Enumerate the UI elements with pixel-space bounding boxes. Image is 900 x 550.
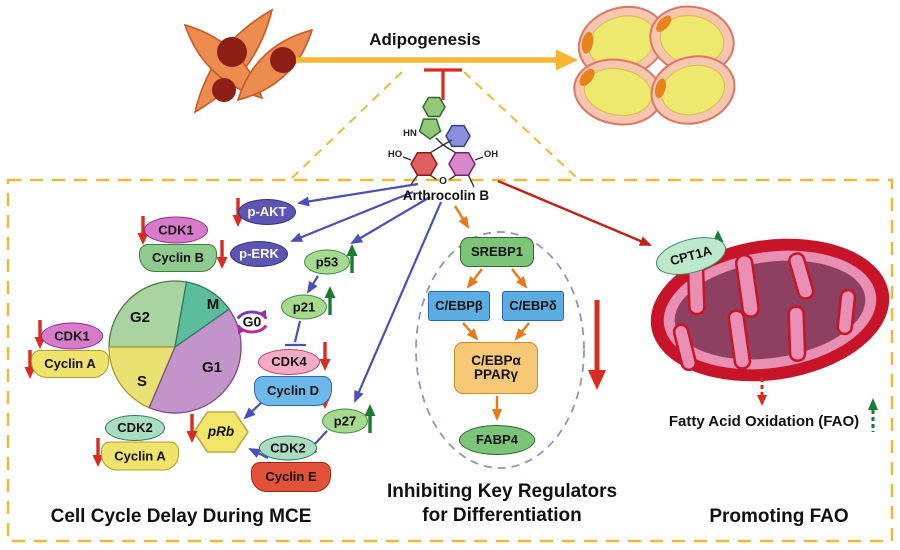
arthrocolin-b-structure-icon: HN HO OH O [388,96,498,188]
adipogenesis-arrow [296,49,578,71]
differentiation-dashed-ellipse [415,231,585,469]
srebp1-node: SREBP1 [460,237,534,267]
caption-fao: Promoting FAO [709,506,849,528]
arrow-cebpd-cebpa [514,322,530,341]
p21-node: p21 [281,294,327,320]
cyclin-a-left-node: Cyclin A [31,350,109,378]
phase-m-label: M [206,296,220,314]
p53-node: p53 [304,249,350,275]
zoom-guide-lines [291,71,578,179]
preadipocyte-cells-icon [183,8,314,114]
arrow-arb-pakt [297,182,419,207]
oh-label: OH [484,149,498,160]
decrease-dashed-arrow-mito-fao [755,376,769,408]
phase-s-label: S [136,373,148,391]
cebp-alpha-label: C/EBPα [471,352,521,368]
adipogenesis-label: Adipogenesis [369,30,481,50]
blue-pathway-arrows [243,182,443,459]
cdk1-left-node: CDK1 [41,322,103,350]
arrow-cebpb-cebpa [462,322,479,341]
arrow-p53-p21 [306,275,319,294]
arrow-arb-cpt1a [497,179,652,247]
caption-cell-cycle: Cell Cycle Delay During MCE [50,506,312,528]
adipocyte-cells-icon [573,5,736,126]
arrow-srebp1-cebpd [511,268,528,289]
arrow-arb-perk [290,190,414,243]
mitochondria-icon [650,238,890,382]
p-erk-node: p-ERK [230,241,288,267]
arrow-arb-p27 [353,201,443,403]
arrow-cycline-prb [248,448,269,459]
caption-differentiation-line2: for Differentiation [422,505,582,527]
prb-label: pRb [207,423,235,439]
increase-dashed-arrow-fao [866,396,880,434]
cell-cycle-pie [108,280,242,414]
hn-label: HN [403,128,417,139]
cyclin-d-node: Cyclin D [254,376,332,406]
arrow-arb-p53 [350,196,431,245]
cdk2-bottom-node: CDK2 [105,415,165,441]
cebp-delta-node: C/EBPδ [502,291,564,321]
p27-node: p27 [322,408,368,434]
phase-g2-label: G2 [129,309,151,327]
cyclin-e-node: Cyclin E [251,462,331,492]
ho-label: HO [388,149,402,160]
increase-arrow-p21 [322,284,338,317]
cebp-beta-node: C/EBPβ [428,291,490,321]
fabp4-node: FABP4 [459,425,535,455]
p-akt-node: p-AKT [238,199,296,225]
arrow-srebp1-cebpb [466,268,483,289]
compound-name-label: Arthrocolin B [402,187,490,203]
g0-cycle-arrows-icon [236,309,268,335]
cyclin-b-node: Cyclin B [139,244,217,272]
caption-differentiation-line1: Inhibiting Key Regulators [386,481,618,503]
cdk4-node: CDK4 [258,349,320,375]
phase-g0-label: G0 [242,313,262,330]
decrease-arrow-cdk4 [317,340,333,373]
fao-label: Fatty Acid Oxidation (FAO) [668,413,860,431]
phase-g1-label: G1 [201,359,223,377]
cebpa-pparg-node: C/EBPα PPARγ [454,342,538,394]
cdk1-top-node: CDK1 [144,216,208,244]
arrow-red-big-down [588,300,606,390]
arrow-cyclind-prb [243,401,263,420]
decrease-arrow-perk [214,238,230,271]
arrow-arb-srebp1 [453,205,470,229]
cyclin-a-bottom-node: Cyclin A [101,441,179,471]
orange-cascade-arrows [453,205,530,421]
inhibition-tbar-icon [424,68,462,100]
o-label: O [439,176,447,187]
ppar-gamma-label: PPARγ [473,367,518,382]
tbar-p21-cdk4 [285,320,306,347]
cdk2-e-node: CDK2 [259,435,317,461]
